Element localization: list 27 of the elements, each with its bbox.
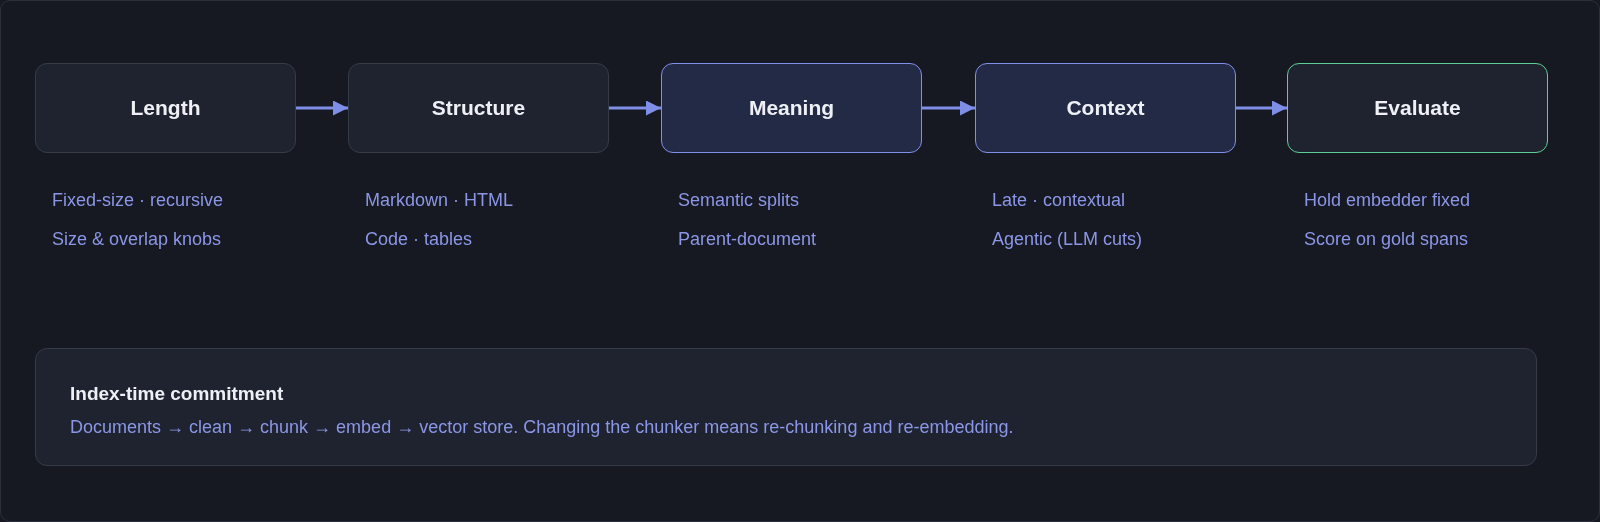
stage-detail: Size & overlap knobs [52, 229, 222, 250]
stage-detail: Score on gold spans [1304, 229, 1469, 250]
stage-box [975, 63, 1236, 153]
stage-detail: Semantic splits [678, 190, 800, 211]
stage-box [35, 63, 296, 153]
arrow [609, 100, 661, 116]
stage-detail: Markdown · HTML [365, 190, 514, 211]
stage-title: Structure [431, 96, 526, 120]
arrow [1236, 100, 1287, 116]
stage-detail: Parent-document [678, 229, 817, 250]
stage-title: Length [130, 96, 201, 120]
stage-detail: Agentic (LLM cuts) [992, 229, 1143, 250]
arrow [296, 100, 348, 116]
stage-detail: Late · contextual [992, 190, 1126, 211]
stage-box [1287, 63, 1548, 153]
note-text: Documents → clean → chunk → embed → vector store. Changing the chunker means re-chunking and re-embedding. [70, 417, 1014, 438]
stage-title: Context [1066, 96, 1145, 120]
arrow [922, 100, 975, 116]
stage-title: Evaluate [1374, 96, 1461, 120]
note-heading: Index-time commitment [70, 383, 284, 405]
stage-box [348, 63, 609, 153]
stage-box [661, 63, 922, 153]
stage-detail: Hold embedder fixed [1304, 190, 1471, 211]
stage-detail: Code · tables [365, 229, 473, 250]
stage-detail: Fixed-size · recursive [52, 190, 224, 211]
stage-title: Meaning [748, 96, 835, 120]
note-panel [35, 348, 1537, 466]
